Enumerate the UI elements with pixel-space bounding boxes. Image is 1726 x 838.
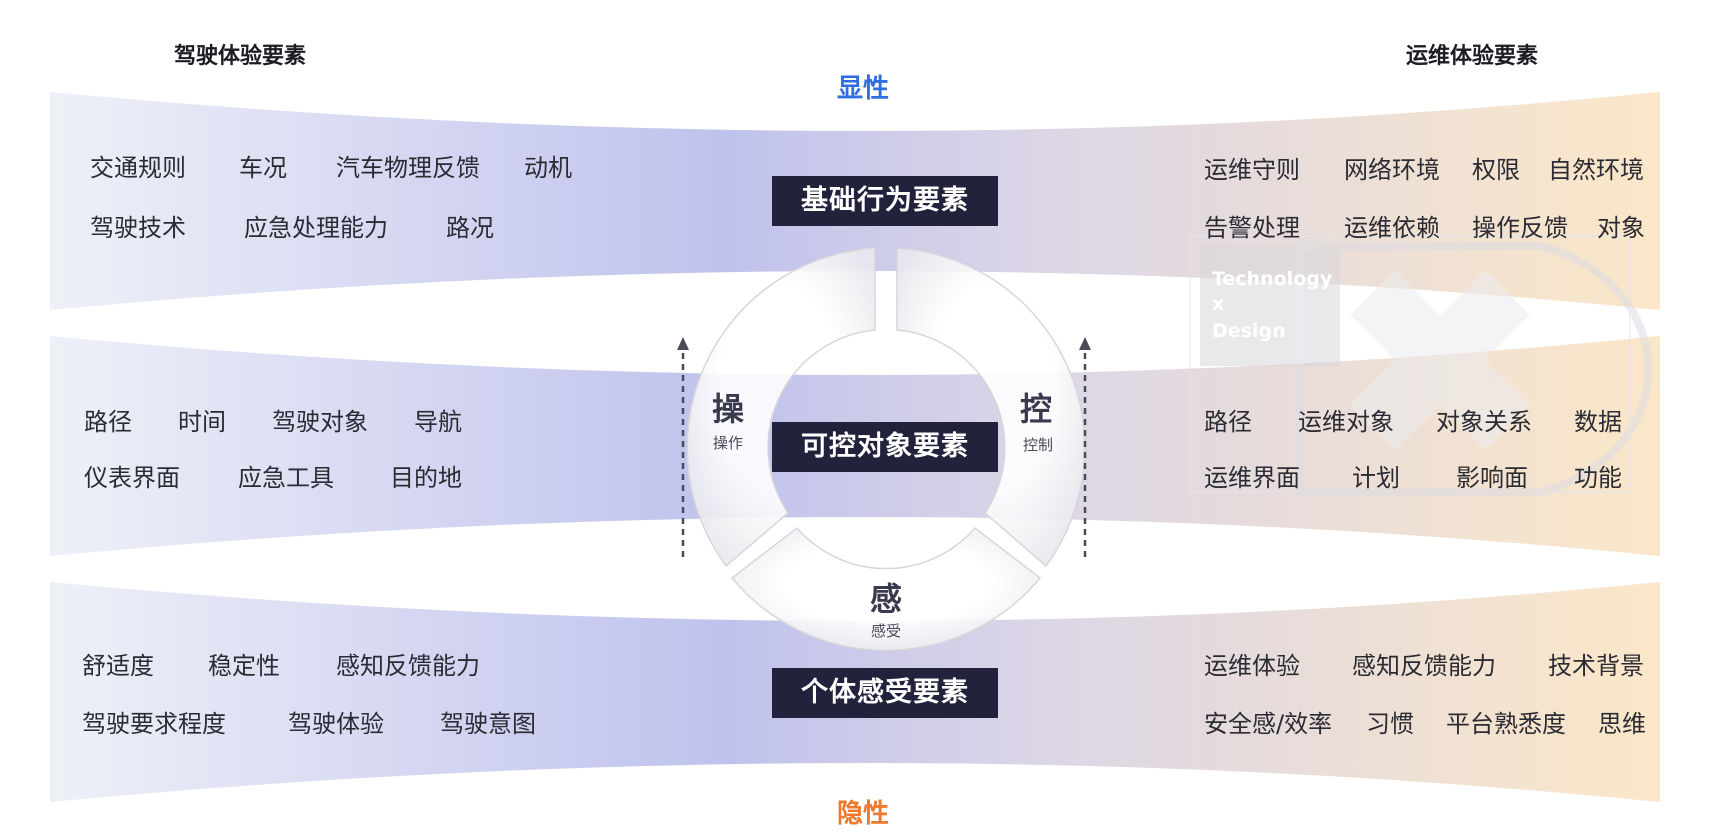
cycle-ring bbox=[686, 247, 1086, 652]
list-item: 驾驶体验 bbox=[288, 710, 384, 738]
label-individual-feeling: 个体感受要素 bbox=[772, 668, 998, 718]
upward-arrows bbox=[681, 348, 1087, 557]
ring-feel-label: 感 bbox=[869, 580, 902, 618]
watermark-text-2: x bbox=[1212, 293, 1225, 315]
arrow-head-left bbox=[677, 337, 689, 350]
list-item: 路径 bbox=[1204, 408, 1252, 436]
list-item: 稳定性 bbox=[208, 652, 280, 680]
explicit-axis-label: 显性 bbox=[836, 74, 889, 104]
list-item: 计划 bbox=[1352, 464, 1400, 492]
list-item: 运维体验 bbox=[1204, 652, 1300, 680]
list-item: 仪表界面 bbox=[84, 464, 180, 492]
implicit-axis-label: 隐性 bbox=[836, 799, 889, 829]
watermark-logo bbox=[1189, 235, 1653, 496]
list-item: 平台熟悉度 bbox=[1446, 710, 1566, 738]
list-item: 车况 bbox=[239, 154, 287, 182]
list-item: 技术背景 bbox=[1548, 652, 1644, 680]
list-item: 影响面 bbox=[1456, 464, 1528, 492]
list-item: 运维依赖 bbox=[1344, 214, 1440, 242]
list-item: 驾驶意图 bbox=[440, 710, 536, 738]
list-item: 交通规则 bbox=[90, 154, 186, 182]
list-item: 功能 bbox=[1574, 464, 1622, 492]
left-column-header: 驾驶体验要素 bbox=[174, 44, 307, 69]
list-item: 路况 bbox=[446, 214, 494, 242]
ring-control-sublabel: 控制 bbox=[1022, 436, 1053, 454]
arrow-head-right bbox=[1079, 337, 1091, 350]
list-item: 习惯 bbox=[1366, 710, 1414, 738]
right-column-header: 运维体验要素 bbox=[1406, 44, 1539, 69]
ring-operate-sublabel: 操作 bbox=[712, 434, 743, 452]
list-item: 权限 bbox=[1472, 156, 1520, 184]
list-item: 驾驶要求程度 bbox=[82, 710, 226, 738]
list-item: 安全感/效率 bbox=[1204, 710, 1333, 738]
list-item: 导航 bbox=[414, 408, 462, 436]
list-item: 对象 bbox=[1597, 214, 1645, 242]
list-item: 告警处理 bbox=[1204, 214, 1300, 242]
list-item: 应急工具 bbox=[238, 464, 334, 492]
list-item: 操作反馈 bbox=[1472, 214, 1568, 242]
list-item: 驾驶技术 bbox=[90, 214, 186, 242]
watermark-text-1: Technology bbox=[1212, 268, 1333, 290]
list-item: 自然环境 bbox=[1548, 156, 1644, 184]
ring-operate-label: 操 bbox=[711, 390, 744, 428]
label-basic-behavior: 基础行为要素 bbox=[772, 176, 998, 226]
list-item: 路径 bbox=[84, 408, 132, 436]
ring-feel-sublabel: 感受 bbox=[870, 622, 901, 640]
ring-control-label: 控 bbox=[1019, 390, 1052, 428]
list-item: 目的地 bbox=[390, 464, 462, 492]
list-item: 网络环境 bbox=[1344, 156, 1440, 184]
list-item: 应急处理能力 bbox=[244, 214, 388, 242]
list-item: 驾驶对象 bbox=[272, 408, 368, 436]
label-controllable-object: 可控对象要素 bbox=[772, 422, 998, 472]
list-item: 舒适度 bbox=[82, 652, 154, 680]
watermark-text-3: Design bbox=[1212, 320, 1286, 342]
list-item: 运维界面 bbox=[1204, 464, 1300, 492]
list-item: 感知反馈能力 bbox=[336, 652, 480, 680]
list-item: 数据 bbox=[1574, 408, 1622, 436]
list-item: 对象关系 bbox=[1436, 408, 1532, 436]
list-item: 时间 bbox=[178, 408, 226, 436]
list-item: 感知反馈能力 bbox=[1352, 652, 1496, 680]
list-item: 运维守则 bbox=[1204, 156, 1300, 184]
list-item: 运维对象 bbox=[1298, 408, 1394, 436]
list-item: 动机 bbox=[524, 154, 572, 182]
list-item: 思维 bbox=[1598, 710, 1646, 738]
list-item: 汽车物理反馈 bbox=[336, 154, 480, 182]
